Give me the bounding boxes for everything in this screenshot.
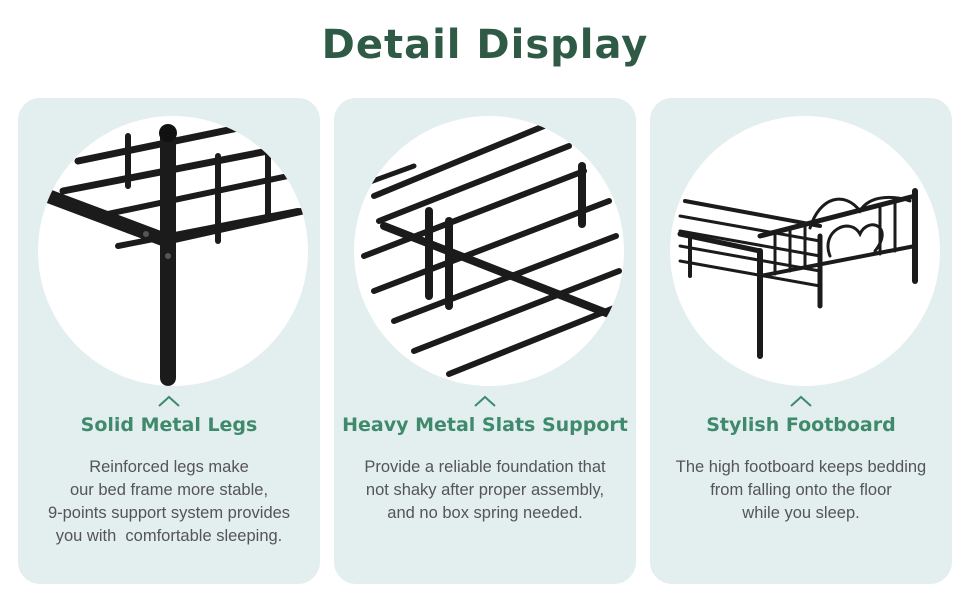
description-line: and no box spring needed. <box>387 504 583 522</box>
feature-description: Reinforced legs make our bed frame more … <box>24 456 314 548</box>
feature-description: Provide a reliable foundation that not s… <box>340 456 630 525</box>
feature-description: The high footboard keeps bedding from fa… <box>656 456 946 525</box>
feature-heading: Stylish Footboard <box>706 414 896 436</box>
bed-footboard-illustration <box>677 188 918 359</box>
page-title: Detail Display <box>321 22 649 68</box>
description-line: Provide a reliable foundation that <box>364 458 606 476</box>
description-line: while you sleep. <box>742 504 860 522</box>
description-line: you with comfortable sleeping. <box>55 527 283 545</box>
feature-heading: Solid Metal Legs <box>80 414 258 436</box>
chevron-up-icon <box>334 394 636 408</box>
description-line: from falling onto the floor <box>710 481 892 499</box>
bed-leg-illustration <box>41 122 307 386</box>
feature-heading: Heavy Metal Slats Support <box>342 414 628 436</box>
chevron-up-icon <box>18 394 320 408</box>
description-line: Reinforced legs make <box>89 458 249 476</box>
slats-detail-photo <box>354 116 624 386</box>
feature-card-footboard: Stylish Footboard The high footboard kee… <box>650 98 952 584</box>
description-line: 9-points support system provides <box>47 504 291 522</box>
description-line: our bed frame more stable, <box>69 481 269 499</box>
footboard-detail-photo <box>670 116 940 386</box>
feature-card-slats: Heavy Metal Slats Support Provide a reli… <box>334 98 636 584</box>
legs-detail-photo <box>38 116 308 386</box>
bed-slats-illustration <box>356 123 622 377</box>
description-line: not shaky after proper assembly, <box>365 481 605 499</box>
description-line: The high footboard keeps bedding <box>675 458 927 476</box>
chevron-up-icon <box>650 394 952 408</box>
feature-card-legs: Solid Metal Legs Reinforced legs make ou… <box>18 98 320 584</box>
